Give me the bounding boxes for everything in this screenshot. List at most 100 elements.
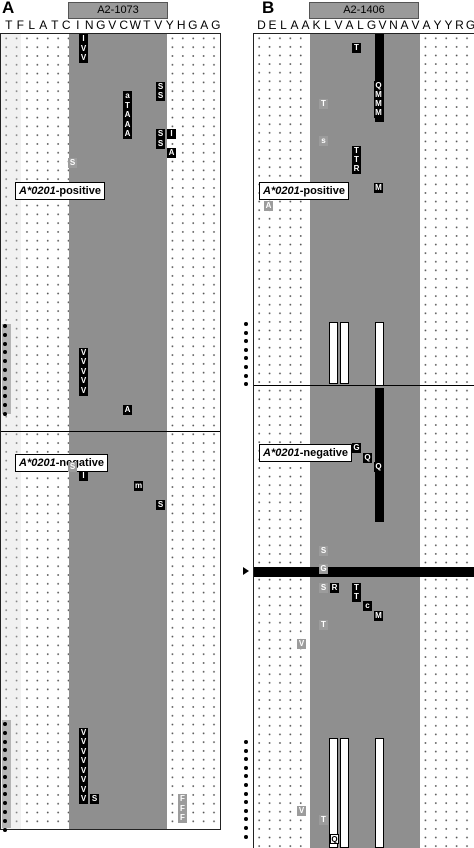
mutation-cell: V <box>79 43 88 54</box>
row-marker-dot <box>3 341 7 346</box>
sequence-residue: A <box>400 18 409 32</box>
mutation-cell: V <box>79 794 88 804</box>
row-marker-dot <box>3 385 7 390</box>
mutation-cell: A <box>167 148 176 158</box>
sequence-residue: A <box>345 18 354 32</box>
mutation-cell: Q <box>330 833 339 844</box>
row-marker-dot <box>3 783 7 788</box>
mutation-cell: V <box>79 366 88 377</box>
row-marker-dot <box>244 322 248 326</box>
row-marker-dot <box>3 368 7 372</box>
sequence-residue: L <box>280 18 287 32</box>
row-marker-dot <box>244 834 248 839</box>
panel-a-negative-label: A*0201-negative <box>15 454 108 472</box>
sequence-residue: L <box>324 18 331 32</box>
mutation-cell: V <box>79 53 88 63</box>
panel-a-group-divider <box>1 431 220 432</box>
sequence-residue: G <box>211 18 221 32</box>
sequence-residue: C <box>61 18 71 32</box>
mutation-cell: F <box>178 803 187 814</box>
sequence-residue: N <box>389 18 398 32</box>
mutation-cell: R <box>330 582 339 593</box>
mutation-cell: S <box>319 582 328 593</box>
row-marker-dot <box>244 783 248 787</box>
sequence-residue: C <box>119 18 129 32</box>
row-marker-dot <box>3 730 7 735</box>
panel-b-a-column-positive <box>340 322 349 384</box>
mutation-cell: I <box>79 34 88 44</box>
mutation-cell: V <box>79 357 88 367</box>
sequence-residue: Y <box>444 18 453 32</box>
sequence-residue: T <box>5 18 13 32</box>
mutation-cell: V <box>297 805 306 816</box>
mutation-cell: T <box>352 582 361 593</box>
row-marker-dot <box>3 766 7 770</box>
panel-b-epitope-label: A2-1406 <box>309 2 419 19</box>
sequence-residue: R <box>455 18 464 32</box>
mutation-cell: V <box>79 756 88 766</box>
row-marker-dot <box>244 800 248 805</box>
row-marker-dot <box>3 350 7 355</box>
row-marker-dot <box>244 808 248 813</box>
panel-b-label: B <box>262 0 275 17</box>
mutation-cell: a <box>123 91 132 101</box>
mutation-cell: m <box>134 480 143 491</box>
row-marker-dot <box>244 365 248 369</box>
sequence-residue: T <box>143 18 151 32</box>
row-marker-dot <box>3 801 7 806</box>
mutation-cell: T <box>123 100 132 111</box>
row-marker-dot <box>244 373 248 378</box>
mutation-cell: V <box>79 347 88 358</box>
sequence-residue: G <box>366 18 377 32</box>
row-marker-dot <box>3 332 7 337</box>
row-marker-dot <box>3 810 7 814</box>
mutation-cell: T <box>352 43 361 54</box>
mutation-cell: Q <box>363 452 372 463</box>
mutation-cell: S <box>156 91 165 101</box>
mutation-cell: V <box>79 765 88 776</box>
panel-b-l-column-positive <box>375 322 384 386</box>
row-marker-dot <box>244 817 248 822</box>
sequence-residue: T <box>51 18 59 32</box>
row-marker-dot <box>244 347 248 352</box>
mutation-cell: A <box>123 404 132 415</box>
mutation-cell: I <box>79 471 88 481</box>
panel-b-l-column-bottom <box>375 738 384 848</box>
mutation-cell: V <box>79 784 88 795</box>
mutation-cell: T <box>319 99 328 110</box>
mutation-cell: I <box>167 129 176 139</box>
mutation-cell: S <box>156 81 165 92</box>
row-marker-dot <box>3 748 7 753</box>
sequence-residue: G <box>96 18 106 32</box>
sequence-residue: W <box>129 18 141 32</box>
row-marker-dot <box>244 791 248 796</box>
sequence-residue: E <box>268 18 277 32</box>
sequence-residue: D <box>257 18 266 32</box>
sequence-residue: V <box>378 18 387 32</box>
row-marker-dot <box>3 774 7 779</box>
panel-b-positive-label: A*0201-positive <box>259 182 349 200</box>
mutation-cell: S <box>156 499 165 510</box>
mutation-cell: Q <box>374 80 383 91</box>
mutation-cell: M <box>374 99 383 110</box>
row-marker-dot <box>3 792 7 797</box>
mutation-cell: V <box>79 775 88 785</box>
mutation-cell: A <box>123 129 132 139</box>
mutation-cell: c <box>363 601 372 612</box>
sequence-residue: A <box>200 18 209 32</box>
mutation-cell: V <box>79 376 88 386</box>
sequence-residue: N <box>84 18 94 32</box>
mutation-cell: M <box>374 182 383 193</box>
panel-b-l-column-negative <box>375 388 384 522</box>
sequence-residue: Y <box>165 18 174 32</box>
panel-b-l-column-top <box>375 34 384 122</box>
panel-b-a-column-bottom <box>340 738 349 848</box>
mutation-cell: A <box>264 201 273 212</box>
sequence-residue: A <box>290 18 299 32</box>
mutation-cell: M <box>374 610 383 621</box>
sequence-residue: H <box>176 18 186 32</box>
row-marker-dot <box>3 324 7 328</box>
mutation-cell: V <box>79 385 88 396</box>
